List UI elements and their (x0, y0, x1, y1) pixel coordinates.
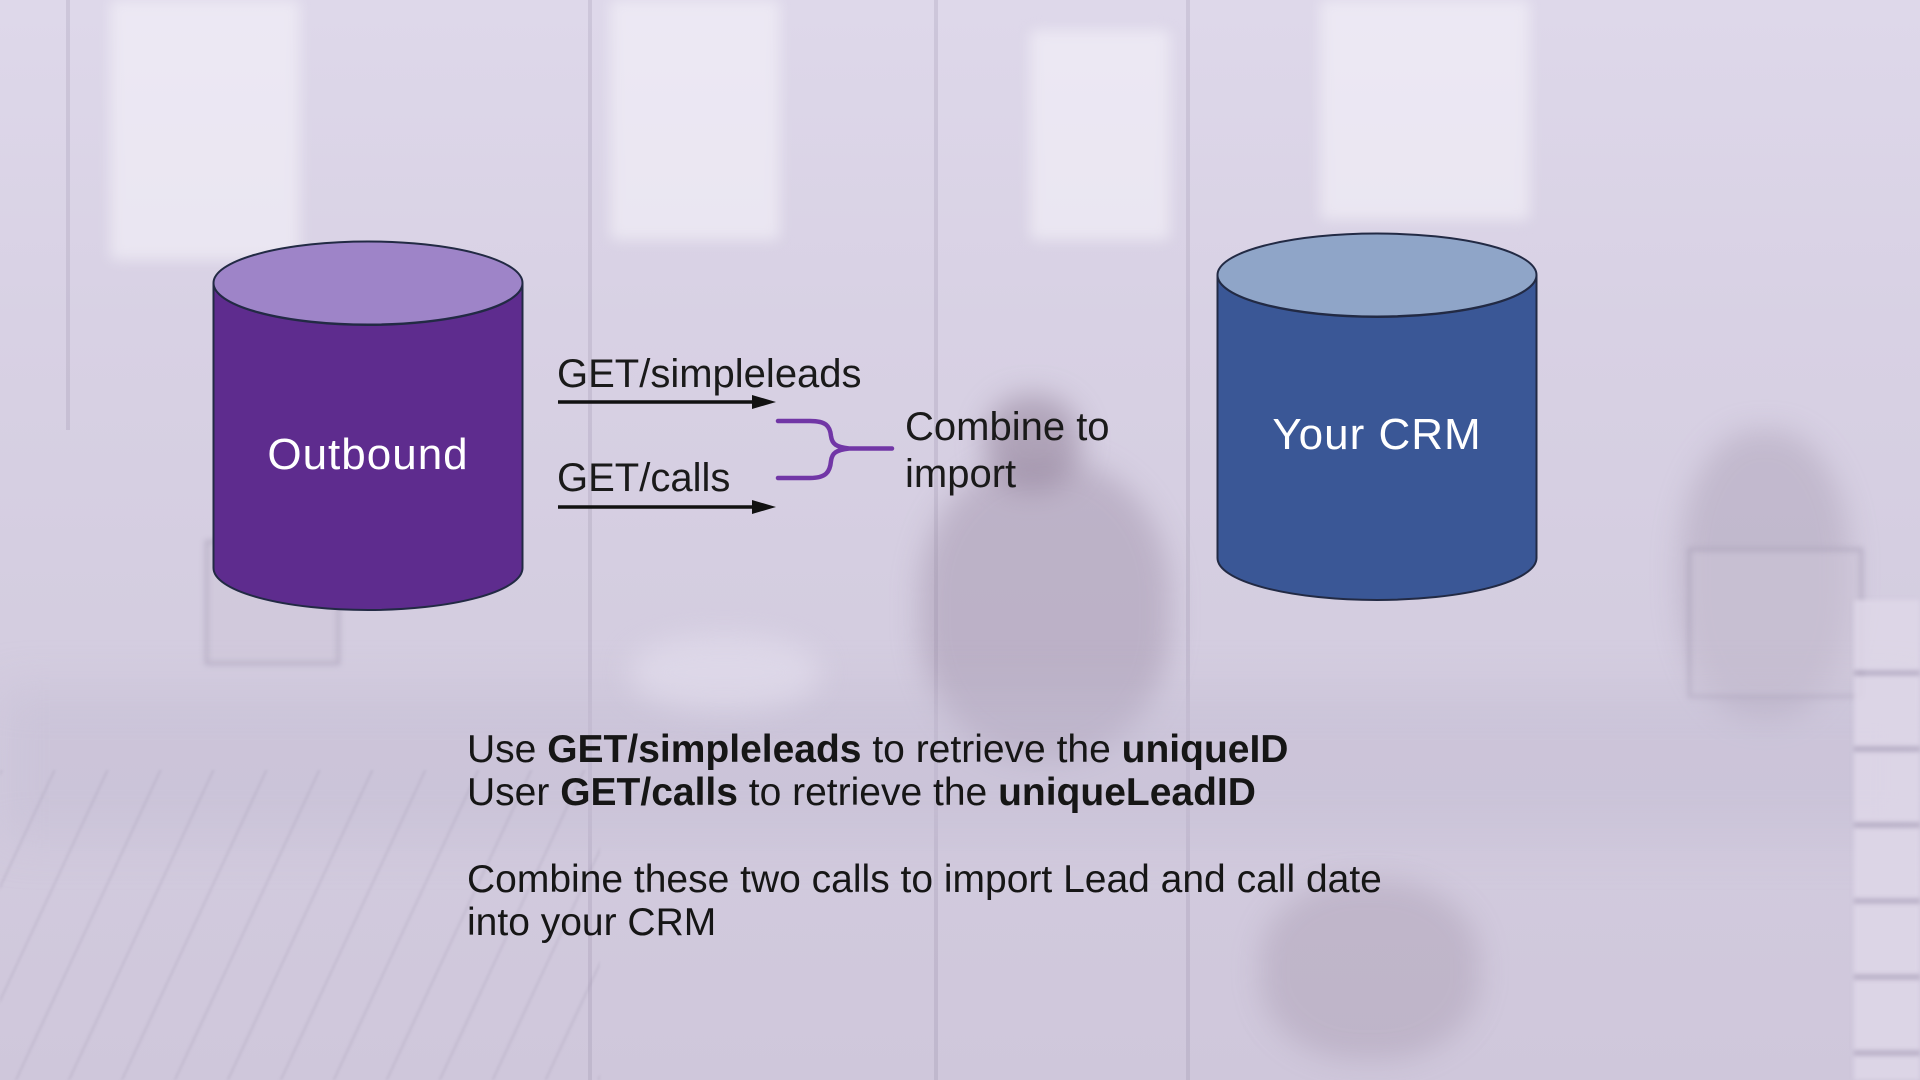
text-segment-bold: GET/calls (560, 771, 738, 814)
text-segment: to retrieve the (861, 728, 1122, 771)
explanation-line-3: Combine these two calls to import Lead a… (467, 858, 1382, 901)
glass-partition (588, 0, 592, 1080)
window-panel (1030, 30, 1170, 240)
person-silhouette (985, 395, 1080, 490)
text-segment: User (467, 771, 561, 814)
outbound-database-cylinder (212, 240, 524, 611)
person-silhouette (920, 460, 1170, 760)
window-panel (610, 0, 780, 240)
monitor-shape (1688, 548, 1863, 698)
crm-database-cylinder (1216, 232, 1538, 601)
text-segment-bold: uniqueLeadID (998, 771, 1256, 814)
outbound-label: Outbound (267, 430, 469, 479)
chair-shape (1260, 880, 1480, 1060)
explanation-line-1: Use GET/simpleleads to retrieve the uniq… (467, 728, 1382, 771)
glass-partition (1186, 0, 1190, 1080)
wood-floor (0, 770, 600, 1080)
laptop-shape (630, 635, 820, 710)
window-frame (66, 0, 70, 430)
crm-label: Your CRM (1272, 410, 1482, 459)
combine-note: Combine to import (905, 405, 1110, 496)
explanation-line-4: into your CRM (467, 901, 717, 944)
desk-band (0, 690, 1920, 840)
explanation-line-2: User GET/calls to retrieve the uniqueLea… (467, 771, 1382, 814)
explanation-text: Use GET/simpleleads to retrieve the uniq… (467, 728, 1382, 944)
text-segment-bold: uniqueID (1121, 728, 1289, 771)
cylinder-top (1216, 232, 1538, 318)
cylinder-top (212, 240, 524, 326)
file-cabinet (1854, 600, 1920, 1080)
get-calls-label: GET/calls (557, 456, 731, 500)
glass-partition (934, 0, 938, 1080)
get-simpleleads-label: GET/simpleleads (557, 352, 862, 396)
text-segment: to retrieve the (737, 771, 999, 814)
window-panel (1320, 0, 1530, 220)
text-segment-bold: GET/simpleleads (547, 728, 862, 771)
window-panel (110, 0, 300, 260)
text-segment: Use (467, 728, 548, 771)
